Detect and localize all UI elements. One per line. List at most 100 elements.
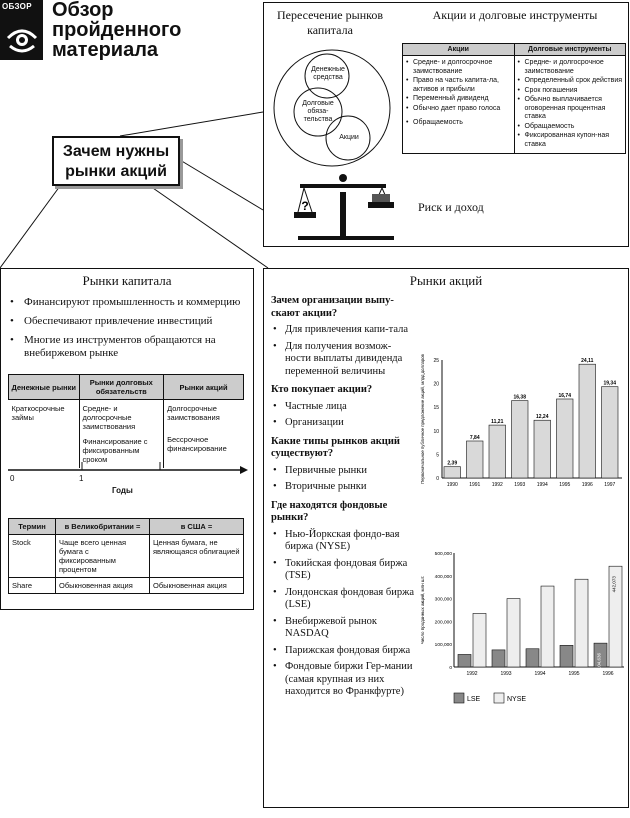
- y-tick-label: 15: [433, 405, 439, 411]
- bar: [601, 386, 619, 479]
- list-item: Право на часть капита-ла, активов и приб…: [406, 77, 511, 94]
- axis-zero: 0: [10, 474, 15, 483]
- list-item: Первичные рынки: [271, 465, 416, 478]
- term-cell: Stock: [8, 534, 56, 578]
- shares-traded-chart: 0 100,000 200,000 300,000 400,000 500,000 1992…: [419, 551, 624, 704]
- y-axis-label: Число проданных акций, млн шт.: [419, 576, 425, 645]
- legend-swatch: [453, 692, 465, 704]
- venn-label-stocks: Акции: [339, 134, 359, 141]
- y-tick-label: 25: [433, 358, 439, 364]
- bar: [488, 424, 506, 479]
- stocks-cell: Средне- и долгосрочное заимствование Пра…: [402, 55, 515, 154]
- uk-cell: Чаще всего ценная бумага с фиксированным…: [55, 534, 150, 578]
- venn-title: Пересечение рынков капитала: [276, 8, 384, 37]
- col-debt: Долговые инструменты: [513, 43, 626, 56]
- list-item: Для получения возмож-ности выплаты дивид…: [271, 341, 416, 379]
- y-tick-label: 5: [436, 452, 439, 458]
- y-tick-label: 0: [449, 665, 452, 671]
- x-tick-label: 1992: [466, 671, 477, 677]
- list-item: Парижская фондовая биржа: [271, 645, 416, 658]
- data-label: 7,84: [470, 435, 480, 441]
- risk-label: Риск и доход: [418, 200, 484, 214]
- x-tick-label: 1990: [447, 482, 458, 488]
- venn-label-debt: Долговые обяза-тельства: [302, 100, 334, 123]
- table-row: Stock Чаще всего ценная бумага с фиксиро…: [8, 534, 244, 578]
- data-label: 16,74: [558, 393, 571, 399]
- terms-table: Термин в Великобритании = в США = Stock …: [8, 518, 244, 594]
- legend-label: NYSE: [507, 696, 526, 703]
- data-label: 442,073: [612, 576, 617, 593]
- list-item: Определенный срок действия: [518, 77, 623, 86]
- list-item: Лондонская фондовая биржа (LSE): [271, 587, 416, 612]
- y-axis-label: Первоначальное публичное предложение акц…: [420, 353, 425, 484]
- legend-label: LSE: [467, 696, 481, 703]
- equity-cell: Долгосрочные заимствования Бессрочное фи…: [164, 400, 244, 469]
- bar-lse: [559, 645, 574, 668]
- time-axis: [8, 462, 248, 474]
- list-item: Обращаемость: [518, 123, 623, 132]
- x-tick-label: 1995: [568, 671, 579, 677]
- list-item: Срок погашения: [518, 87, 623, 96]
- equity-text-1: Долгосрочные заимствования: [167, 404, 220, 422]
- y-tick-label: 10: [433, 429, 439, 435]
- bar: [533, 419, 551, 479]
- y-tick-label: 300,000: [435, 597, 453, 603]
- question: Где находятся фондовые рынки?: [271, 499, 388, 524]
- col-equity: Рынки акций: [163, 374, 244, 400]
- bar-nyse: [608, 565, 623, 668]
- debt-cell: Средне- и долгосрочные заимствования Фин…: [79, 399, 165, 468]
- bar-nyse: [472, 613, 487, 668]
- money-cell: Краткосрочные займы: [8, 399, 80, 468]
- x-tick-label: 1994: [534, 671, 545, 677]
- y-tick-label: 100,000: [435, 642, 453, 648]
- y-tick-label: 0: [436, 476, 439, 482]
- question: Кто покупает акции?: [271, 384, 373, 395]
- x-tick-label: 1996: [582, 482, 593, 488]
- bar: [443, 466, 461, 479]
- table-row: Share Обыкновенная акция Обыкновенная ак…: [8, 577, 244, 594]
- center-topic-box: Зачем нужны рынки акций: [52, 136, 180, 186]
- data-label: 2,39: [447, 461, 457, 467]
- bar: [466, 440, 484, 479]
- y-tick-label: 20: [433, 382, 439, 388]
- logo-tag: ОБЗОР: [2, 2, 32, 11]
- col-uk: в Великобритании =: [55, 518, 150, 535]
- instruments-table: Денежные рынки Рынки долговых обязательс…: [8, 374, 244, 468]
- list-item: Переменный дивиденд: [406, 95, 511, 104]
- data-label: 12,24: [536, 414, 549, 420]
- svg-text:?: ?: [301, 199, 308, 213]
- data-label: 19,34: [603, 381, 616, 387]
- debt-text-1: Средне- и долгосрочные заимствования: [82, 404, 136, 431]
- list-item: Обращаемость: [406, 119, 511, 128]
- question: Какие типы рынков акций существуют?: [271, 435, 400, 460]
- list-item: Организации: [271, 417, 416, 430]
- col-us: в США =: [149, 518, 244, 535]
- question: Зачем организации выпу-скают акции?: [271, 295, 394, 319]
- list-item: Токийская фондовая биржа (TSE): [271, 558, 416, 583]
- bar-nyse: [574, 578, 589, 668]
- debt-cell: Средне- и долгосрочное заимствование Опр…: [513, 55, 626, 154]
- list-item: Обычно дает право голоса: [406, 105, 511, 114]
- stock-markets-title: Рынки акций: [409, 273, 483, 288]
- us-cell: Обыкновенная акция: [149, 577, 244, 594]
- x-tick-label: 1995: [559, 482, 570, 488]
- x-tick-label: 1994: [537, 482, 548, 488]
- bar-nyse: [506, 598, 521, 668]
- data-label: 104,636: [597, 653, 602, 670]
- data-label: 16,38: [513, 395, 526, 401]
- y-tick-label: 500,000: [435, 551, 453, 557]
- bar: [511, 400, 529, 479]
- stocks-debt-title: Акции и долговые инструменты: [432, 8, 598, 22]
- bar: [556, 398, 574, 479]
- data-label: 24,11: [581, 358, 593, 364]
- bar: [578, 363, 596, 479]
- list-item: Финансируют промышленность и коммерцию: [10, 296, 250, 309]
- legend-swatch: [493, 692, 505, 704]
- bar-nyse: [540, 585, 555, 668]
- eye-icon: [6, 29, 38, 53]
- equity-text-2: Бессрочное финансирование: [167, 435, 227, 453]
- y-tick-label: 400,000: [435, 574, 453, 580]
- x-tick-label: 1996: [602, 671, 613, 677]
- list-item: Обеспечивают привлечение инвестиций: [10, 315, 250, 328]
- y-tick-label: 200,000: [435, 619, 453, 625]
